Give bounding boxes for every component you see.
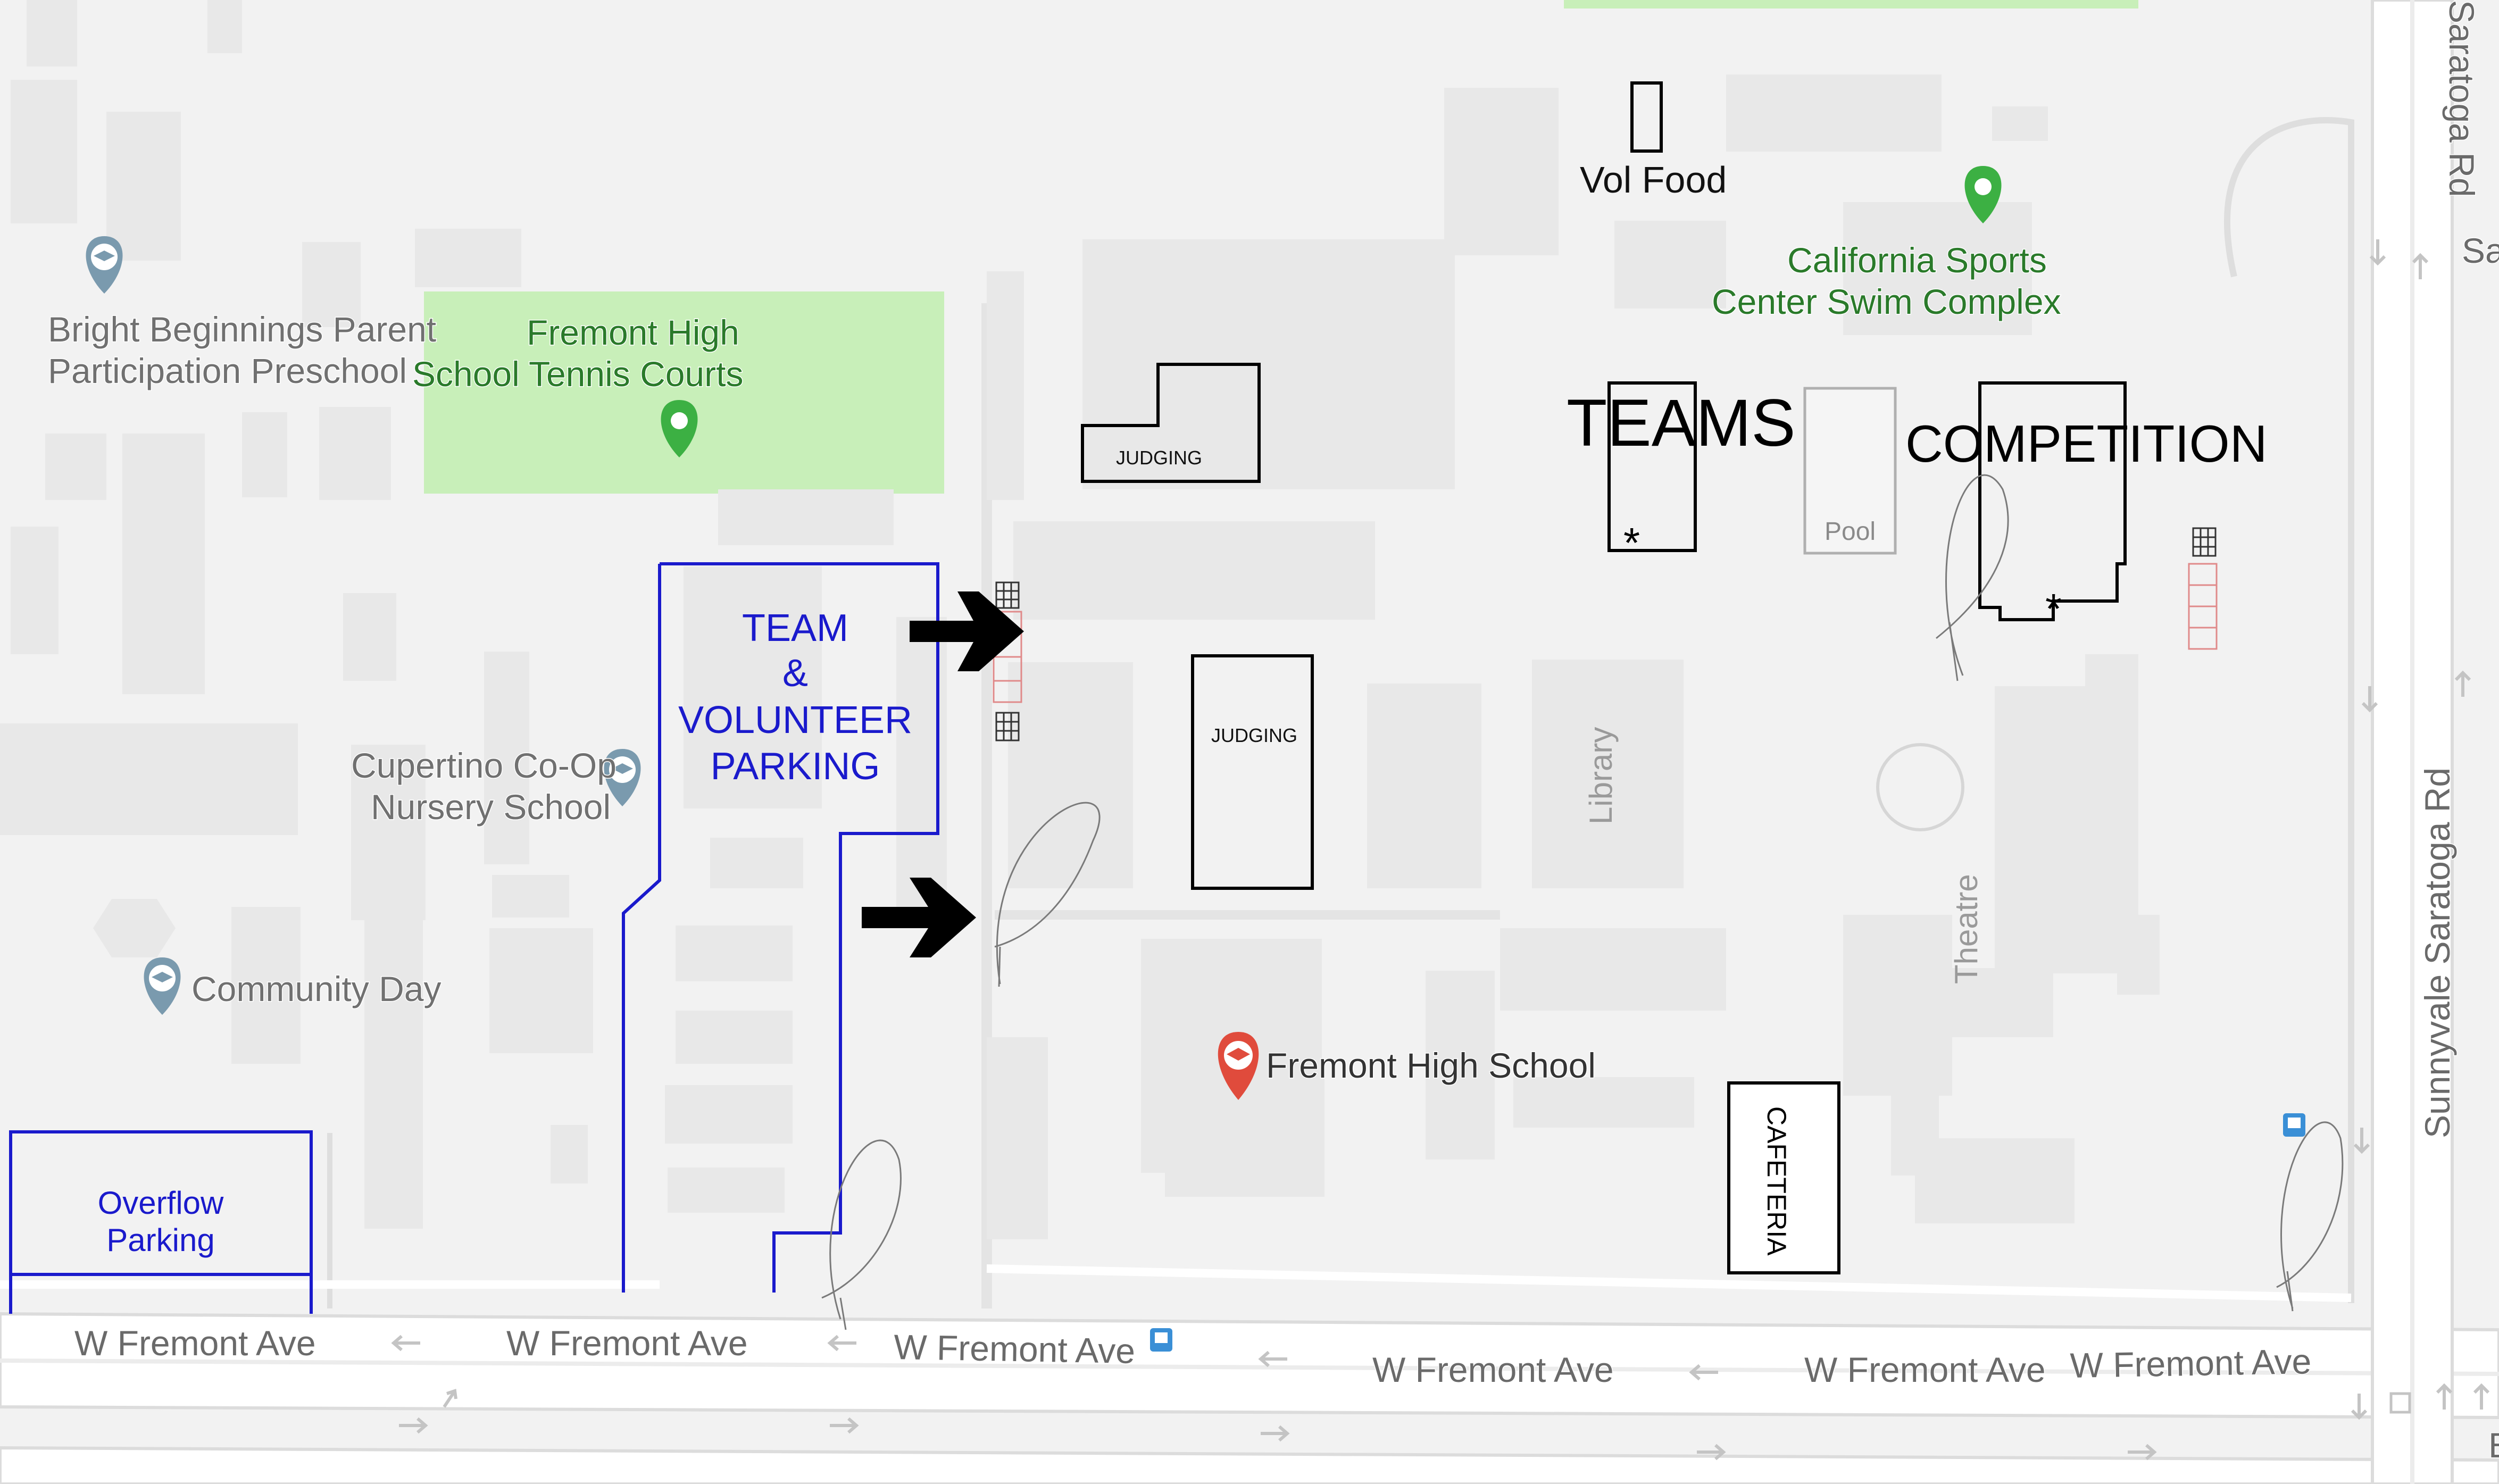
tennis-courts-label: Fremont High [527, 313, 739, 352]
w-fremont-ave-label: W Fremont Ave [2070, 1341, 2312, 1385]
team-volunteer-parking-outline [622, 562, 939, 1293]
small-square-marker [2389, 1392, 2411, 1414]
top-park-strip [1564, 0, 2138, 9]
bright-beginnings-label: Bright Beginnings Parent [48, 310, 436, 349]
overflow-parking-outline [9, 1130, 313, 1314]
tennis-courts-park [424, 291, 944, 494]
entrance-gate-red-icon [993, 563, 2218, 703]
judging-top-box [1081, 363, 1261, 483]
entrance-gate-icon [995, 527, 2217, 741]
competition-label: COMPETITION [1905, 414, 2268, 473]
bright-beginnings-label: Participation Preschool [48, 351, 407, 390]
swim-complex-label: California Sports [1787, 240, 2047, 280]
competition-asterisk: * [2045, 585, 2062, 632]
vol-food-box [1630, 81, 1663, 153]
one-way-arrow-icon [391, 239, 2490, 1461]
school-pin-icon [604, 749, 641, 806]
team-parking-label: PARKING [711, 745, 880, 788]
team-parking-label: VOLUNTEER [678, 699, 912, 741]
cafeteria-box [1727, 1081, 1840, 1274]
green-location-pin-icon [661, 400, 698, 457]
judging-mid-box [1191, 654, 1314, 890]
community-day-label: Community Day [191, 969, 441, 1008]
campus-lane-curve [2224, 117, 2354, 1303]
saratoga-sa-label: Sa [2462, 231, 2499, 270]
w-fremont-ave-label: W Fremont Ave [506, 1323, 748, 1363]
school-pin-icon [86, 236, 123, 294]
w-fremont-ave-lane-line [0, 1358, 2499, 1376]
pool-label: Pool [1825, 518, 1876, 546]
teams-box [1607, 381, 1697, 552]
arrow-right-icon [862, 591, 1024, 957]
theatre-rotunda [1876, 743, 1964, 831]
fremont-high-school-label: Fremont High School [1266, 1046, 1596, 1085]
team-parking-label: & [782, 652, 808, 695]
red-school-pin-icon [1218, 1032, 1259, 1100]
pool-box [1803, 387, 1897, 555]
w-fremont-ave-label: W Fremont Ave [74, 1323, 316, 1363]
coop-nursery-label: Cupertino Co-Op [351, 746, 617, 785]
team-parking-label: TEAM [742, 607, 848, 649]
bus-stop-icon [1150, 1328, 1172, 1352]
theatre-label: Theatre [1948, 874, 1984, 984]
overflow-parking-label: Overflow [98, 1185, 224, 1221]
school-pin-icon [144, 957, 181, 1015]
library-label: Library [1583, 727, 1619, 824]
edge-letter-label: E [2488, 1425, 2499, 1465]
teams-asterisk: * [1623, 519, 1640, 566]
vol-food-label: Vol Food [1580, 159, 1727, 201]
w-fremont-ave-label: W Fremont Ave [1804, 1350, 2046, 1389]
w-fremont-ave-label: W Fremont Ave [1372, 1350, 1614, 1389]
hand-drawn-loop-marks [821, 474, 2344, 1330]
coop-nursery-label: Nursery School [371, 787, 611, 827]
bus-stop-icon [2283, 1113, 2305, 1137]
competition-box [1978, 381, 2127, 621]
lower-road [0, 1446, 2499, 1484]
overflow-parking-label: Parking [106, 1222, 214, 1258]
buildings [0, 0, 2160, 1239]
sunnyvale-saratoga-rd-label: Sunnyvale Saratoga Rd [2418, 768, 2457, 1138]
sidewalk-strips [0, 1264, 2352, 1302]
judging-top-label: JUDGING [1116, 447, 1202, 469]
judging-mid-label: JUDGING [1211, 724, 1297, 746]
w-fremont-ave-label: W Fremont Ave [894, 1327, 1136, 1371]
green-location-pin-icon [1964, 166, 2002, 223]
swim-complex-label: Center Swim Complex [1712, 282, 2061, 321]
saratoga-rd-label: Saratoga Rd [2442, 0, 2481, 197]
cafeteria-label: CAFETERIA [1762, 1106, 1792, 1256]
teams-label: TEAMS [1567, 386, 1796, 460]
tennis-courts-label: School Tennis Courts [412, 354, 743, 394]
